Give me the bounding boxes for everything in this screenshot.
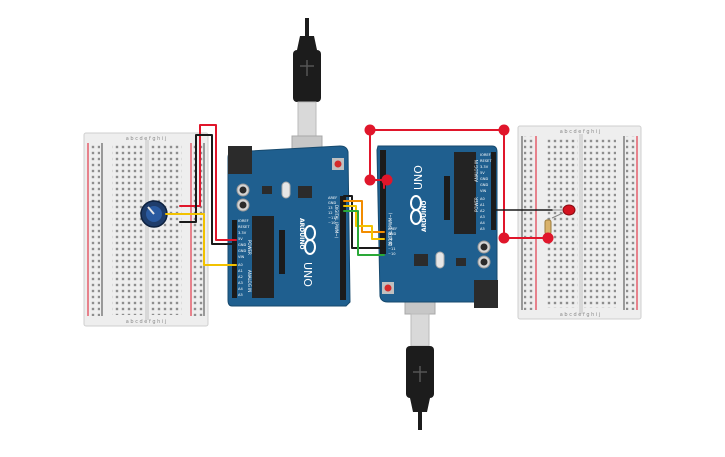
right-analog-pin-3: A3 [480, 215, 485, 219]
atmega-chip-left [252, 216, 274, 298]
led-red[interactable] [551, 204, 576, 219]
breadboard-right: a b c d e f g h i j a b c d e f g h i j [517, 125, 642, 320]
left-analog-pin-1: A1 [238, 269, 243, 273]
left-analog-pin-4: A4 [238, 287, 243, 291]
right-digital-pin-5: ~10 [388, 252, 396, 256]
breadboard-left: a b c d e f g h i j a b c d e f g h i j [83, 132, 209, 327]
power-jack-right [474, 280, 498, 308]
left-power-pin-2: 3.3V [238, 231, 247, 235]
right-analog-pin-4: A4 [480, 221, 485, 225]
arduino-right-model: UNO [412, 165, 425, 190]
arduino-left-power-header: IOREF RESET 3.3V 5V GND GND VIN [238, 219, 250, 259]
wire-green-link [343, 210, 385, 256]
arduino-left-model: UNO [301, 262, 314, 287]
left-analog-pin-0: A0 [238, 263, 243, 267]
arduino-left-analog-label: ANALOG IN [247, 270, 252, 292]
wires[interactable] [165, 124, 553, 266]
right-power-pin-1: RESET [480, 159, 492, 163]
right-digital-pin-3: 12 [388, 242, 393, 246]
arduino-right-brand: ARDUINO [421, 201, 428, 232]
right-power-pin-6: VIN [480, 189, 487, 193]
left-analog-pin-2: A2 [238, 275, 243, 279]
left-digital-pin-0: AREF [328, 196, 337, 200]
right-power-pin-3: 5V [480, 171, 485, 175]
right-power-pin-5: GND [480, 183, 488, 187]
arduino-right-analog-label: ANALOG IN [474, 160, 479, 182]
usb-cable-right [404, 285, 436, 430]
right-digital-pin-0: AREF [388, 227, 397, 231]
right-digital-pin-4: ~11 [388, 247, 396, 251]
arduino-right-power-label: POWER [474, 197, 479, 212]
right-analog-pin-0: A0 [480, 197, 485, 201]
right-digital-pin-1: GND [388, 232, 396, 236]
left-power-pin-6: VIN [238, 255, 245, 259]
breadboard-right-letters-bottom: a b c d e f g h i j [560, 312, 600, 318]
left-digital-pin-1: GND [328, 201, 336, 205]
left-analog-pin-5: A5 [238, 293, 243, 297]
wire-junctions [364, 124, 554, 244]
wire-yellow-a0 [165, 213, 237, 266]
left-power-pin-0: IOREF [238, 219, 249, 223]
right-power-pin-0: IOREF [480, 153, 491, 157]
power-jack-left [228, 146, 252, 174]
usb-cable-left [291, 18, 323, 165]
arduino-left-digital-label: DIGITAL (PWM~) [334, 205, 339, 239]
breadboard-left-letters-top: a b c d e f g h i j [126, 136, 166, 142]
arduino-left-brand: ARDUINO [298, 218, 305, 249]
left-digital-pin-5: ~10 [328, 221, 336, 225]
left-power-pin-4: GND [238, 243, 246, 247]
atmega-chip-right [454, 152, 476, 234]
left-digital-pin-2: 13 [328, 206, 333, 210]
arduino-uno-right[interactable]: ARDUINO UNO DIGITAL (PWM~) POWER ANALOG … [376, 145, 498, 308]
arduino-right-digital-label: DIGITAL (PWM~) [388, 212, 393, 246]
right-digital-pin-2: 13 [388, 237, 393, 241]
wire-yellow-link [343, 205, 385, 240]
arduino-right-power-header: IOREF RESET 3.3V 5V GND GND VIN [480, 153, 492, 193]
wire-black-gnd-link [343, 195, 385, 249]
left-power-pin-3: 5V [238, 237, 243, 241]
left-power-pin-5: GND [238, 249, 246, 253]
breadboard-right-letters-top: a b c d e f g h i j [560, 129, 600, 135]
wire-red-power-right [369, 129, 549, 239]
right-analog-pin-5: A5 [480, 227, 485, 231]
arduino-left-power-label: POWER [247, 240, 252, 255]
breadboard-left-letters-bottom: a b c d e f g h i j [126, 319, 166, 325]
potentiometer[interactable] [140, 200, 168, 228]
right-power-pin-4: GND [480, 177, 488, 181]
left-power-pin-1: RESET [238, 225, 250, 229]
right-analog-pin-2: A2 [480, 209, 485, 213]
arduino-uno-left[interactable]: ARDUINO UNO DIGITAL (PWM~) POWER ANALOG … [227, 145, 351, 307]
left-analog-pin-3: A3 [238, 281, 243, 285]
left-digital-pin-4: ~11 [328, 216, 336, 220]
right-power-pin-2: 3.3V [480, 165, 489, 169]
left-digital-pin-3: 12 [328, 211, 333, 215]
right-analog-pin-1: A1 [480, 203, 485, 207]
wire-black-gnd-left [179, 134, 237, 245]
